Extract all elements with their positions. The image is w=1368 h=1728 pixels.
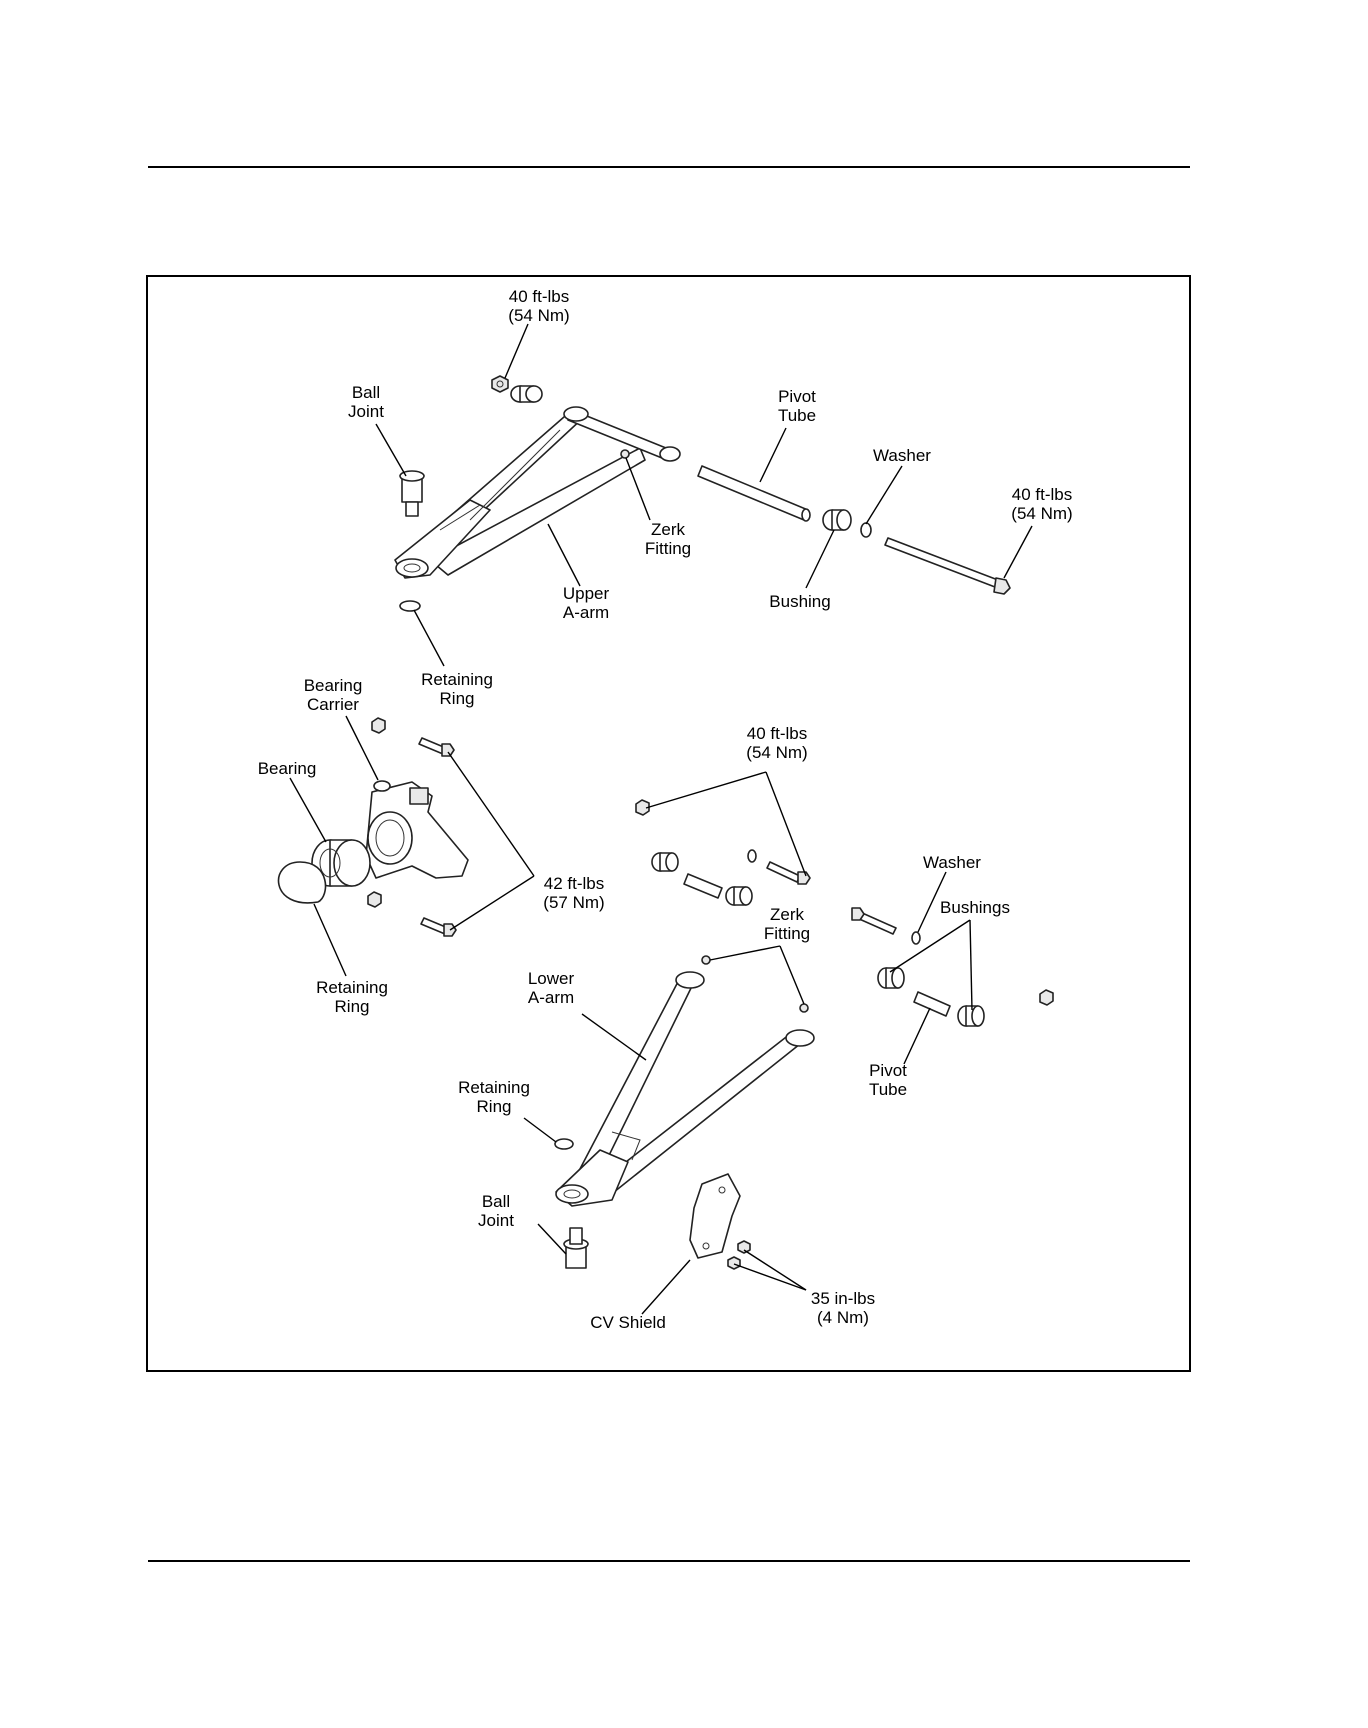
- leader-bushings-lower-a: [890, 920, 970, 972]
- pivot-tube-upper-part: [698, 466, 810, 521]
- leader-torque-top: [505, 324, 528, 378]
- leader-zerk-lower-b: [780, 946, 804, 1004]
- leader-bushings-lower-b: [970, 920, 972, 1010]
- leader-upper-aarm: [548, 524, 580, 586]
- label-torque-bolt-upper: 40 ft-lbs(54 Nm): [1011, 485, 1072, 523]
- bushing-upper-part: [823, 510, 851, 530]
- diagram-frame: [147, 276, 1190, 1371]
- screw-shield1-part: [738, 1241, 750, 1253]
- retaining-ring-left-part: [279, 862, 326, 903]
- upper-aarm-part: [395, 407, 680, 578]
- pivot-tube-lower-right-part: [914, 992, 950, 1016]
- retaining-ring-lower-part: [555, 1139, 573, 1149]
- label-washer-upper: Washer: [873, 446, 931, 465]
- zerk-lower1-part: [702, 956, 710, 964]
- ball-joint-lower-part: [564, 1228, 588, 1268]
- leader-torque-lower-b: [766, 772, 806, 876]
- zerk-lower2-part: [800, 1004, 808, 1012]
- leader-pivot-tube-lower: [904, 1008, 930, 1064]
- leader-lower-aarm: [582, 1014, 646, 1060]
- leader-bushing-upper: [806, 530, 834, 588]
- label-bushings-lower: Bushings: [940, 898, 1010, 917]
- leader-bearing: [290, 778, 326, 842]
- label-washer-lower: Washer: [923, 853, 981, 872]
- bolt-lower-right-part: [852, 908, 896, 934]
- retaining-ring-upper-part: [400, 601, 420, 611]
- nut-carrier-bottom-part: [368, 892, 381, 907]
- pivot-tube-lower-left-part: [684, 874, 722, 898]
- washer-lower-left-part: [748, 850, 756, 862]
- leader-zerk-lower-a: [710, 946, 780, 960]
- ball-joint-upper-part: [400, 471, 424, 516]
- screw-shield2-part: [728, 1257, 740, 1269]
- leader-torque-bolt-upper: [1004, 526, 1032, 578]
- washer-upper-part: [861, 523, 871, 537]
- nut-top-part: [492, 376, 508, 392]
- washer-lower-right-part: [912, 932, 920, 944]
- leader-cv-shield: [642, 1260, 690, 1314]
- bushing-lower-left-part: [652, 853, 678, 871]
- leader-zerk-upper: [626, 458, 650, 520]
- bolt-carrier-bottom-part: [421, 918, 456, 936]
- leader-pivot-tube-upper: [760, 428, 786, 482]
- leader-torque-carrier-b: [450, 876, 534, 930]
- label-bearing: Bearing: [258, 759, 317, 778]
- leader-torque-lower-a: [646, 772, 766, 808]
- bolt-upper-part: [885, 538, 1010, 594]
- leader-retaining-ring-lower: [524, 1118, 556, 1142]
- leader-retaining-ring-left: [314, 904, 346, 976]
- leader-ball-joint-lower: [538, 1224, 566, 1254]
- leader-torque-shield-a: [744, 1250, 806, 1290]
- label-torque-lower: 40 ft-lbs(54 Nm): [746, 724, 807, 762]
- bushing-lower-right2-part: [958, 1006, 984, 1026]
- label-torque-shield: 35 in-lbs(4 Nm): [811, 1289, 875, 1327]
- bolt-lower-left-part: [767, 862, 810, 884]
- label-bushing-upper: Bushing: [769, 592, 830, 611]
- cv-shield-part: [690, 1174, 740, 1258]
- leader-retaining-ring-upper: [414, 610, 444, 666]
- label-torque-top: 40 ft-lbs(54 Nm): [508, 287, 569, 325]
- bushing-top-part: [511, 386, 542, 402]
- label-cv-shield: CV Shield: [590, 1313, 666, 1332]
- zerk-upper-part: [621, 450, 629, 458]
- label-torque-carrier: 42 ft-lbs(57 Nm): [543, 874, 604, 912]
- nut-lower-right-part: [1040, 990, 1053, 1005]
- leader-washer-upper: [866, 466, 902, 524]
- bushing-lower-mid-part: [726, 887, 752, 905]
- leader-torque-shield-b: [734, 1264, 806, 1290]
- nut-carrier-top-part: [372, 718, 385, 733]
- bearing-carrier-part: [366, 781, 468, 878]
- lower-aarm-part: [556, 972, 814, 1206]
- leader-ball-joint-upper: [376, 424, 406, 476]
